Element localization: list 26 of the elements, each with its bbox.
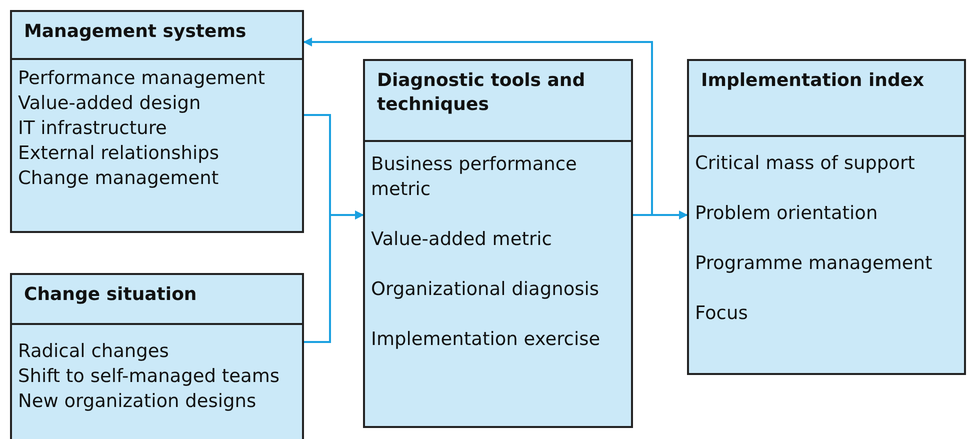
- list-item: Value-added metric: [371, 228, 553, 252]
- panel-box: [10, 10, 304, 233]
- list-item: Implementation exercise: [371, 328, 602, 352]
- list-item: External relationships: [18, 142, 220, 166]
- list-item: Value-added design: [18, 92, 202, 116]
- panel-box: [687, 59, 966, 375]
- panel-box: [363, 59, 633, 428]
- list-item: IT infrastructure: [18, 117, 168, 141]
- panel-heading: Diagnostic tools and techniques: [365, 61, 631, 142]
- list-item: Shift to self-managed teams: [18, 365, 281, 389]
- list-item: Performance management: [18, 67, 266, 91]
- arrow: [303, 38, 653, 216]
- panel-heading: Implementation index: [689, 61, 964, 137]
- list-item: Organizational diagnosis: [371, 278, 600, 302]
- list-item: New organization designs: [18, 390, 258, 414]
- list-item: Radical changes: [18, 340, 170, 364]
- list-item: Critical mass of support: [695, 152, 916, 176]
- list-item: Focus: [695, 302, 749, 326]
- panel-heading: Management systems: [12, 12, 302, 60]
- list-item: Problem orientation: [695, 202, 879, 226]
- list-item: Programme management: [695, 252, 934, 276]
- panel-heading: Change situation: [12, 275, 302, 325]
- list-item: Change management: [18, 167, 220, 191]
- list-item: Business performance metric: [371, 153, 578, 202]
- panel-box: [10, 273, 304, 439]
- arrow: [304, 210, 364, 343]
